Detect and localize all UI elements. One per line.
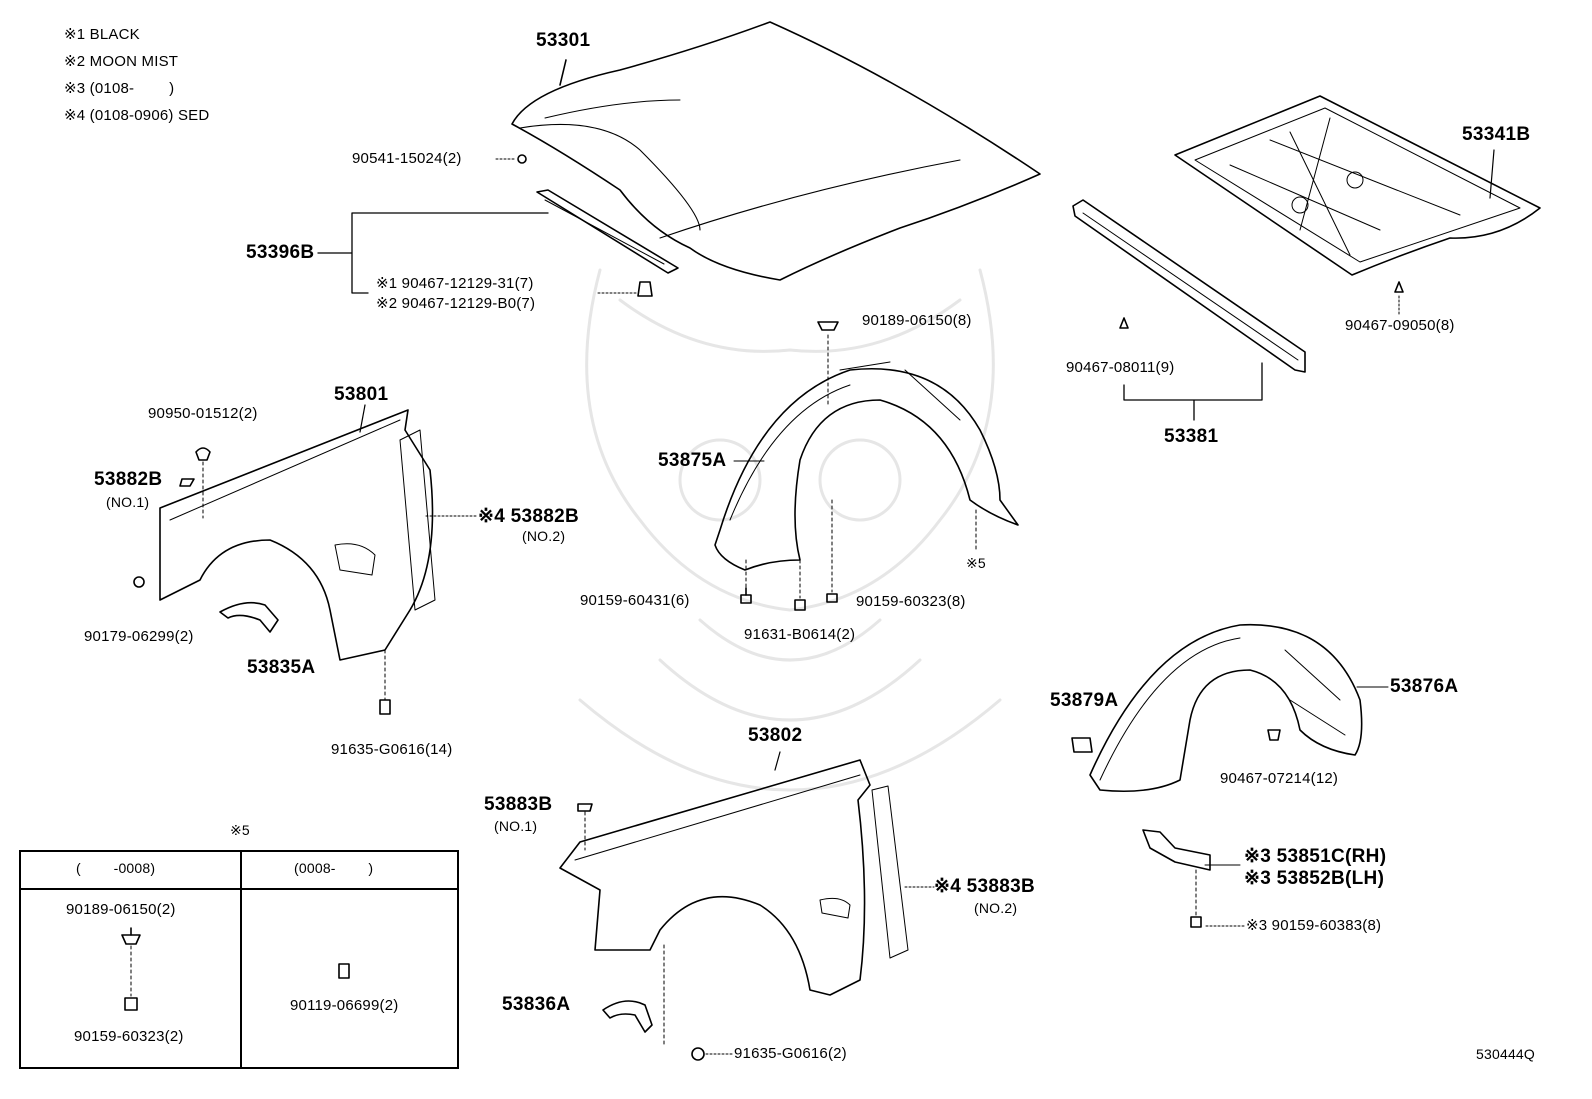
part-91635-g0616-14[interactable]: 91635-G0616(14) [331, 741, 453, 758]
part-53851c-rh[interactable]: ※3 53851C(RH) [1244, 846, 1387, 867]
clip-90467-12129-icon [637, 281, 653, 297]
part-90467-07214[interactable]: 90467-07214(12) [1220, 770, 1339, 787]
inset-col1-header: ( -0008) [76, 860, 156, 876]
fender-liner-53876a [1089, 623, 1363, 792]
bolt-91635-14-icon [379, 699, 391, 715]
bolt-90159-60323-icon [826, 593, 838, 603]
inset-col2-header: (0008- ) [294, 860, 374, 876]
part-53875a[interactable]: 53875A [658, 450, 727, 471]
bracket-53835a [219, 601, 279, 633]
inset-part-90159-60323[interactable]: 90159-60323(2) [74, 1028, 184, 1045]
part-90189-06150-top[interactable]: 90189-06150(8) [862, 312, 972, 329]
clip-53879a-icon [1071, 737, 1093, 753]
bolt-91635-2-icon [691, 1047, 705, 1061]
part-90541-15024[interactable]: 90541-15024(2) [352, 150, 462, 167]
inset-bolt-90159-icon [124, 997, 138, 1011]
part-53341b[interactable]: 53341B [1462, 124, 1531, 145]
part-53876a[interactable]: 53876A [1390, 676, 1459, 697]
part-90159-60323-top[interactable]: 90159-60323(8) [856, 593, 966, 610]
part-90467-12129-b0[interactable]: ※2 90467-12129-B0(7) [376, 295, 536, 312]
inset-part-90189-06150[interactable]: 90189-06150(2) [66, 901, 176, 918]
part-53835a[interactable]: 53835A [247, 657, 316, 678]
part-53801[interactable]: 53801 [334, 384, 389, 405]
part-53882b-no2-sub: (NO.2) [522, 528, 566, 544]
clip-90541-icon [517, 154, 527, 164]
note-2: ※2 MOON MIST [64, 53, 179, 70]
note-4: ※4 (0108-0906) SED [64, 107, 210, 124]
bolt-90189-icon [817, 321, 839, 331]
hood-53301 [511, 21, 1041, 281]
part-53301[interactable]: 53301 [536, 30, 591, 51]
part-53802[interactable]: 53802 [748, 725, 803, 746]
leader-53301 [559, 59, 567, 86]
part-53882b-no1[interactable]: 53882B [94, 469, 163, 490]
clip-90467-08011-icon [1119, 317, 1129, 329]
clip-53883b-1-icon [577, 803, 593, 812]
part-53883b-no1-sub: (NO.1) [494, 818, 538, 834]
note-5-mark: ※5 [966, 555, 986, 571]
inset-table [19, 850, 459, 1069]
part-53883b-no2-sub: (NO.2) [974, 900, 1018, 916]
part-90159-60431[interactable]: 90159-60431(6) [580, 592, 690, 609]
part-53879a[interactable]: 53879A [1050, 690, 1119, 711]
fender-53802 [559, 759, 909, 996]
part-90179-06299[interactable]: 90179-06299(2) [84, 628, 194, 645]
fender-liner-53875a [714, 361, 1019, 571]
illustration-code: 530444Q [1476, 1046, 1536, 1062]
part-53882b-no1-sub: (NO.1) [106, 494, 150, 510]
part-53883b-no1[interactable]: 53883B [484, 794, 553, 815]
inset-title: ※5 [230, 822, 250, 838]
part-90467-12129-31[interactable]: ※1 90467-12129-31(7) [376, 275, 534, 292]
note-3: ※3 (0108- ) [64, 80, 175, 97]
bolt-91631-icon [794, 599, 806, 611]
bracket-53851c [1142, 829, 1211, 871]
watermark-emblem [578, 268, 1002, 792]
clip-90179-icon [133, 576, 145, 588]
part-53882b-no2[interactable]: ※4 53882B [478, 506, 580, 527]
part-90950-01512[interactable]: 90950-01512(2) [148, 405, 258, 422]
part-53883b-no2[interactable]: ※4 53883B [934, 876, 1036, 897]
part-91635-g0616-2[interactable]: 91635-G0616(2) [734, 1045, 847, 1062]
clip-90467-09050-icon [1394, 281, 1404, 293]
hood-insulator-53341b [1174, 95, 1541, 276]
inset-bolt-90119-icon [338, 963, 350, 979]
part-53852b-lh[interactable]: ※3 53852B(LH) [1244, 868, 1385, 889]
clip-90950-icon [195, 447, 211, 461]
note-1: ※1 BLACK [64, 26, 140, 43]
inset-bolt-90189-icon [121, 927, 141, 945]
part-91631-b0614[interactable]: 91631-B0614(2) [744, 626, 856, 643]
bracket-53836a [602, 1000, 653, 1033]
part-90467-09050[interactable]: 90467-09050(8) [1345, 317, 1455, 334]
part-53396b[interactable]: 53396B [246, 242, 315, 263]
part-53381[interactable]: 53381 [1164, 426, 1219, 447]
clip-53882b-1-icon [179, 478, 195, 487]
bolt-90159-60383-icon [1190, 916, 1202, 928]
hood-seal-53396b [536, 189, 679, 274]
bolt-90159-60431-icon [740, 587, 752, 604]
part-90159-60383[interactable]: ※3 90159-60383(8) [1246, 917, 1382, 934]
clip-90467-07214-icon [1267, 729, 1281, 741]
hood-seal-53381 [1072, 199, 1306, 373]
inset-part-90119-06699[interactable]: 90119-06699(2) [290, 997, 399, 1014]
part-90467-08011[interactable]: 90467-08011(9) [1066, 359, 1175, 376]
part-53836a[interactable]: 53836A [502, 994, 571, 1015]
fender-53801 [159, 409, 436, 661]
